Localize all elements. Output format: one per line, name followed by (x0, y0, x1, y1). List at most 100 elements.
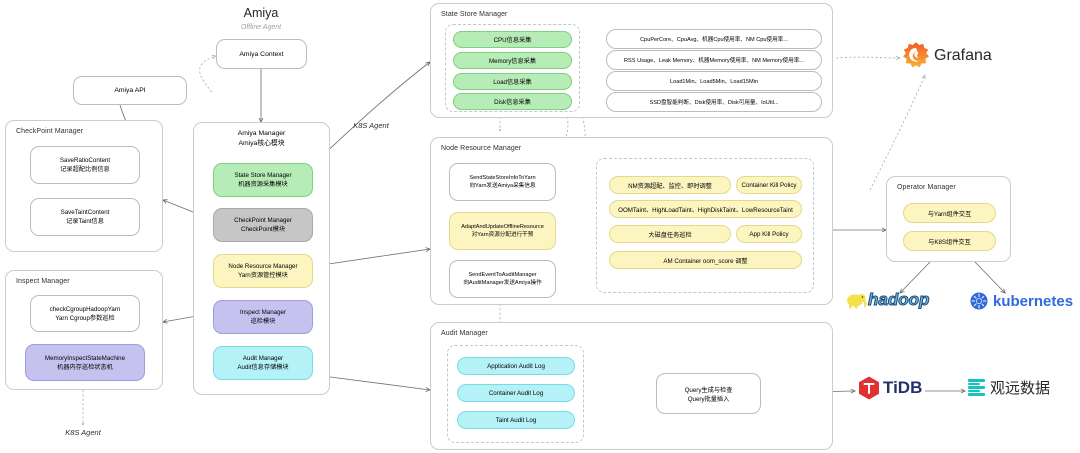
module-audit-manager[interactable]: Audit Manager Audit信息存储模块 (213, 346, 313, 380)
state-store-manager-title: State Store Manager (441, 11, 508, 18)
policy-taints[interactable]: OOMTaint、HighLoadTaint、HighDiskTaint、Low… (609, 200, 802, 218)
check-cgroup-name: checkCgroupHadoopYarn (49, 305, 121, 313)
module-checkpoint-name: CheckPoint Manager (234, 217, 292, 224)
audit-manager-panel: Audit Manager Application Audit Log Cont… (430, 322, 833, 450)
kubernetes-label: kubernetes (993, 292, 1074, 310)
policy-app-kill-label: App Kill Policy (749, 230, 789, 238)
collector-memory[interactable]: Memory信息采集 (453, 52, 572, 69)
send-event-to-audit-manager-box[interactable]: SendEventToAuditManager 向AuditManager发送A… (449, 260, 556, 298)
module-node-resource-name: Node Resource Manager (228, 263, 298, 270)
policy-big-disk-label: 大磁盘任务巡检 (648, 231, 692, 239)
policy-taints-label: OOMTaint、HighLoadTaint、HighDiskTaint、Low… (618, 206, 793, 214)
save-taint-content-box[interactable]: SaveTaintContent 记录Taint信息 (30, 198, 140, 236)
send-state-store-info-desc: 向Yarn发送Amiya采集信息 (469, 183, 536, 189)
module-inspect-name: Inspect Manager (239, 309, 287, 316)
send-event-audit-name: SendEventToAuditManager (468, 272, 537, 278)
audit-log-container-label: Container Audit Log (488, 389, 544, 397)
send-event-audit-desc: 向AuditManager发送Amiya操作 (463, 280, 542, 286)
collector-disk[interactable]: Disk信息采集 (453, 93, 572, 110)
memory-inspect-name: MemoryInspectStateMachine (44, 354, 126, 362)
save-taint-content-desc: 记录Taint信息 (66, 218, 104, 225)
audit-log-taint[interactable]: Taint Audit Log (457, 411, 575, 429)
policy-nm-resource[interactable]: NM资源超配、监控、即时调整 (609, 176, 731, 194)
module-checkpoint-desc: CheckPoint模块 (240, 226, 286, 233)
policy-am-oom-score[interactable]: AM Container oom_score 调整 (609, 251, 802, 269)
guanyuan-logo: 观远数据 (968, 377, 1050, 398)
operator-k8s-label: 与K8S组件交互 (928, 238, 971, 246)
detail-memory-label: RSS Usage、Leak Memory、机器Memory使用率、NM Mem… (624, 58, 804, 64)
checkpoint-manager-title: CheckPoint Manager (16, 128, 84, 135)
collector-load-label: Load信息采集 (493, 79, 532, 86)
hadoop-logo: hadoop (845, 290, 930, 310)
module-audit-name: Audit Manager (242, 355, 284, 362)
operator-k8s-interaction[interactable]: 与K8S组件交互 (903, 231, 996, 251)
guanyuan-bars-icon (968, 379, 985, 396)
policy-app-kill[interactable]: App Kill Policy (736, 225, 802, 243)
detail-load-label: Load1Min、Load5Min、Load15Min (669, 79, 758, 85)
collector-disk-label: Disk信息采集 (494, 99, 531, 106)
kubernetes-logo: kubernetes (970, 292, 1073, 310)
collector-cpu[interactable]: CPU信息采集 (453, 31, 572, 48)
k8s-agent-label-top: K8S Agent (353, 121, 389, 130)
collector-memory-label: Memory信息采集 (488, 58, 537, 65)
checkpoint-manager-panel: CheckPoint Manager SaveRatioContent 记录超配… (5, 120, 163, 252)
query-box[interactable]: Query生成与检查 Query批量插入 (656, 373, 761, 414)
check-cgroup-hadoop-yarn-box[interactable]: checkCgroupHadoopYarn Yarn Cgroup参数巡检 (30, 295, 140, 332)
node-resource-manager-title: Node Resource Manager (441, 145, 522, 152)
operator-manager-panel: Operator Manager 与Yarn组件交互 与K8S组件交互 (886, 176, 1011, 262)
module-state-store-name: State Store Manager (234, 172, 292, 179)
state-store-manager-panel: State Store Manager CPU信息采集 Memory信息采集 L… (430, 3, 833, 118)
amiya-manager-title-en: Amiya Manager (237, 130, 286, 137)
inspect-manager-panel: Inspect Manager checkCgroupHadoopYarn Ya… (5, 270, 163, 390)
amiya-manager-title-cn: Amiya核心模块 (238, 140, 285, 147)
memory-inspect-desc: 机器内存巡检状态机 (57, 363, 113, 371)
audit-log-group (447, 345, 584, 443)
audit-log-application[interactable]: Application Audit Log (457, 357, 575, 375)
module-audit-desc: Audit信息存储模块 (237, 364, 289, 371)
adapt-update-desc: 对Yarn资源分配进行干预 (471, 232, 534, 238)
grafana-label: Grafana (934, 47, 992, 64)
amiya-manager-title: Amiya Manager Amiya核心模块 (194, 130, 329, 147)
amiya-manager-panel: Amiya Manager Amiya核心模块 State Store Mana… (193, 122, 330, 395)
k8s-agent-label-bottom: K8S Agent (65, 428, 101, 437)
tidb-logo: TiDB (858, 376, 922, 400)
page-subtitle: Offline Agent (240, 24, 282, 31)
amiya-context-label: Amiya Context (239, 50, 284, 58)
module-node-resource-manager[interactable]: Node Resource Manager Yarn资源管控模块 (213, 254, 313, 288)
inspect-manager-title: Inspect Manager (16, 278, 70, 285)
tidb-label: TiDB (883, 378, 923, 397)
policy-container-kill-label: Container Kill Policy (741, 181, 797, 189)
audit-log-container[interactable]: Container Audit Log (457, 384, 575, 402)
save-ratio-content-desc: 记录超配比例信息 (60, 166, 110, 173)
module-checkpoint-manager[interactable]: CheckPoint Manager CheckPoint模块 (213, 208, 313, 242)
module-inspect-manager[interactable]: Inspect Manager 巡检模块 (213, 300, 313, 334)
detail-cpu-label: CpuPerCore、CpuAvg、机器Cpu使用率、NM Cpu使用率... (640, 37, 788, 43)
module-node-resource-desc: Yarn资源管控模块 (238, 272, 288, 279)
module-inspect-desc: 巡检模块 (250, 318, 276, 325)
operator-manager-title: Operator Manager (897, 184, 956, 191)
memory-inspect-state-machine-box[interactable]: MemoryInspectStateMachine 机器内存巡检状态机 (25, 344, 145, 381)
adapt-and-update-offline-resource-box[interactable]: AdaptAndUpdateOfflineResource 对Yarn资源分配进… (449, 212, 556, 250)
detail-load: Load1Min、Load5Min、Load15Min (606, 71, 822, 91)
send-state-store-info-to-yarn-box[interactable]: SendStateStoreInfoToYarn 向Yarn发送Amiya采集信… (449, 163, 556, 201)
collector-load[interactable]: Load信息采集 (453, 73, 572, 90)
module-state-store-manager[interactable]: State Store Manager 机器资源采集模块 (213, 163, 313, 197)
amiya-api-node[interactable]: Amiya API (73, 76, 187, 105)
grafana-logo: Grafana (903, 42, 992, 70)
hadoop-elephant-icon (847, 294, 867, 309)
audit-manager-title: Audit Manager (441, 330, 488, 337)
send-state-store-info-name: SendStateStoreInfoToYarn (469, 175, 536, 181)
node-resource-manager-panel: Node Resource Manager SendStateStoreInfo… (430, 137, 833, 305)
audit-log-application-label: Application Audit Log (487, 362, 545, 370)
check-cgroup-desc: Yarn Cgroup参数巡检 (55, 314, 115, 322)
save-ratio-content-box[interactable]: SaveRatioContent 记录超配比例信息 (30, 146, 140, 184)
policy-big-disk-inspect[interactable]: 大磁盘任务巡检 (609, 225, 731, 243)
policy-container-kill[interactable]: Container Kill Policy (736, 176, 802, 194)
operator-yarn-interaction[interactable]: 与Yarn组件交互 (903, 203, 996, 223)
page-title: Amiya (243, 6, 279, 20)
amiya-api-label: Amiya API (114, 87, 146, 94)
collector-group (445, 24, 580, 112)
amiya-context-node[interactable]: Amiya Context (216, 39, 307, 69)
policy-am-oom-score-label: AM Container oom_score 调整 (663, 257, 748, 265)
query-box-line2: Query批量插入 (687, 395, 730, 403)
